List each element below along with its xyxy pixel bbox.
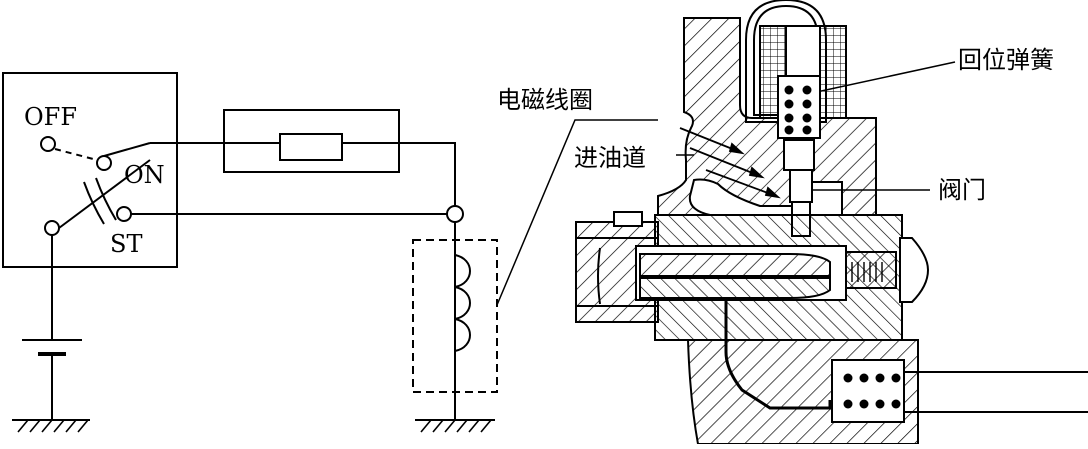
- switch-dashed-link: [54, 148, 98, 161]
- return-passage: [724, 300, 832, 410]
- switch-arc-inner: [95, 177, 117, 221]
- switch-text: OFF ON ST: [24, 103, 165, 258]
- resistor-housing: [223, 109, 400, 173]
- valve-label: 阀门: [938, 176, 986, 204]
- coil-winding: [454, 254, 471, 352]
- check-valve-chamber: [831, 359, 905, 423]
- coil-leader: [496, 119, 658, 306]
- rod-upper: [639, 253, 831, 277]
- switch-blade: [58, 159, 151, 229]
- check-valve-spring: [843, 373, 901, 409]
- coil-winding-right: [819, 25, 847, 119]
- on-wire: [150, 142, 456, 209]
- return-spring-label: 回位弹簧: [958, 46, 1054, 74]
- switch-box: [2, 72, 178, 268]
- circuit-wiring: [12, 109, 498, 421]
- return-pipe: [904, 371, 1088, 413]
- flow-arrows: [679, 127, 781, 199]
- end-cap: [899, 237, 930, 303]
- valve-body: [575, 0, 1088, 445]
- on-label: ON: [124, 161, 165, 189]
- st-label: ST: [110, 230, 142, 258]
- on-terminal: [96, 155, 112, 171]
- off-label: OFF: [24, 103, 77, 131]
- oil-inlet-label: 进油道: [574, 144, 646, 172]
- spring-coils: [784, 85, 812, 135]
- junction-terminal: [446, 205, 464, 223]
- coil-label: 电磁线圈: [497, 86, 593, 114]
- switch-arc-outer: [83, 181, 105, 225]
- coil-housing-dashed: [412, 239, 498, 393]
- spring-chamber: [777, 75, 821, 139]
- off-terminal: [40, 136, 56, 152]
- ground-hatches: [17, 419, 492, 433]
- screw-thread: [851, 262, 883, 282]
- plunger-head: [785, 25, 821, 77]
- left-screw: [613, 211, 643, 227]
- valve-stem: [789, 169, 813, 203]
- on-contact-arm: [103, 142, 151, 157]
- rod-lower: [639, 277, 831, 299]
- st-terminal: [116, 206, 132, 222]
- switch-common-terminal: [44, 220, 60, 236]
- adjust-screw-block: [845, 251, 897, 289]
- boss-edges: [576, 237, 658, 307]
- armature: [783, 139, 815, 171]
- ignition-switch: [2, 72, 178, 268]
- resistor: [279, 133, 343, 161]
